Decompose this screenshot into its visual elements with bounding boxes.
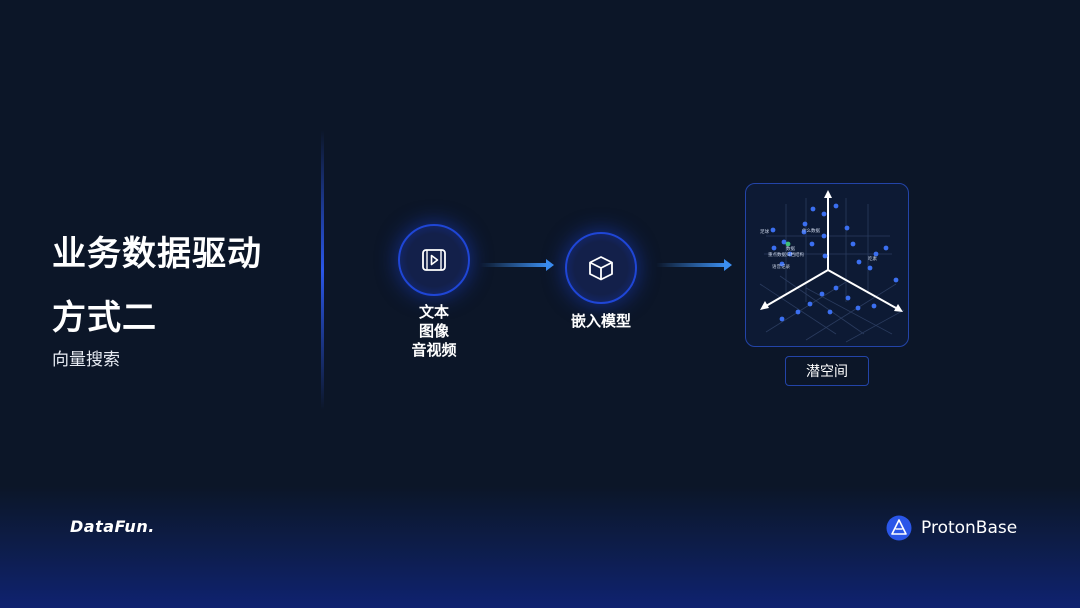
embedding-model-node bbox=[565, 232, 637, 304]
latent-point bbox=[801, 229, 807, 235]
latent-space-panel: 足球吃素 数据重点数据归档结构语音记录 什么数据 bbox=[745, 183, 909, 347]
protonbase-logo: ProtonBase bbox=[886, 515, 1017, 541]
latent-point bbox=[855, 305, 861, 311]
latent-point bbox=[770, 227, 776, 233]
page-title-line-2: 方式二 bbox=[52, 298, 157, 338]
vertical-divider bbox=[321, 130, 324, 410]
latent-point bbox=[893, 277, 899, 283]
latent-point bbox=[867, 265, 873, 271]
latent-point bbox=[844, 225, 850, 231]
latent-point bbox=[819, 291, 825, 297]
latent-point bbox=[821, 211, 827, 217]
protonbase-logo-text: ProtonBase bbox=[921, 518, 1018, 538]
latent-point bbox=[856, 259, 862, 265]
video-play-icon bbox=[422, 249, 446, 271]
latent-point bbox=[827, 309, 833, 315]
latent-point bbox=[771, 245, 777, 251]
latent-point bbox=[845, 295, 851, 301]
latent-point bbox=[833, 285, 839, 291]
grid-line bbox=[765, 281, 847, 333]
latent-point bbox=[809, 241, 815, 247]
grid-line bbox=[845, 309, 905, 343]
grid-line bbox=[759, 283, 837, 335]
media-input-node bbox=[398, 224, 470, 296]
latent-point-label: 语音记录 bbox=[772, 263, 790, 270]
latent-point bbox=[779, 316, 785, 322]
cube-icon bbox=[589, 256, 613, 281]
latent-point bbox=[787, 251, 793, 257]
embedding-model-label: 嵌入模型 bbox=[570, 312, 631, 330]
latent-point bbox=[883, 245, 889, 251]
page-title-line-1: 业务数据驱动 bbox=[52, 234, 262, 274]
latent-point bbox=[822, 253, 828, 259]
latent-space-label: 潜空间 bbox=[785, 356, 869, 386]
latent-point-label: 足球 bbox=[760, 228, 769, 235]
latent-point bbox=[779, 261, 785, 267]
latent-point-label: 吃素 bbox=[868, 255, 877, 262]
latent-point bbox=[821, 233, 827, 239]
grid-line bbox=[805, 283, 897, 341]
flow-arrow-2 bbox=[656, 259, 732, 271]
latent-point bbox=[795, 309, 801, 315]
protonbase-logo-icon bbox=[886, 515, 912, 541]
input-label-av: 音视频 bbox=[411, 341, 457, 359]
page-subtitle: 向量搜索 bbox=[52, 350, 120, 370]
latent-point-label: 重点数据归档结构 bbox=[768, 251, 804, 258]
latent-point bbox=[781, 239, 787, 245]
latent-point bbox=[807, 301, 813, 307]
input-label-text: 文本 bbox=[418, 303, 449, 321]
media-input-label: 文本 图像 音视频 bbox=[400, 303, 468, 360]
latent-point-highlight bbox=[785, 241, 791, 247]
latent-point bbox=[833, 203, 839, 209]
grid-line bbox=[779, 275, 865, 335]
latent-point bbox=[802, 221, 808, 227]
input-label-image: 图像 bbox=[418, 322, 449, 340]
datafun-logo: DataFun. bbox=[70, 517, 155, 536]
latent-point-label: 什么数据 bbox=[802, 227, 820, 234]
flow-arrow-1 bbox=[480, 259, 554, 271]
latent-point bbox=[871, 303, 877, 309]
latent-point bbox=[850, 241, 856, 247]
latent-point bbox=[810, 206, 816, 212]
latent-point bbox=[873, 251, 879, 257]
latent-point-label: 数据 bbox=[786, 245, 795, 252]
